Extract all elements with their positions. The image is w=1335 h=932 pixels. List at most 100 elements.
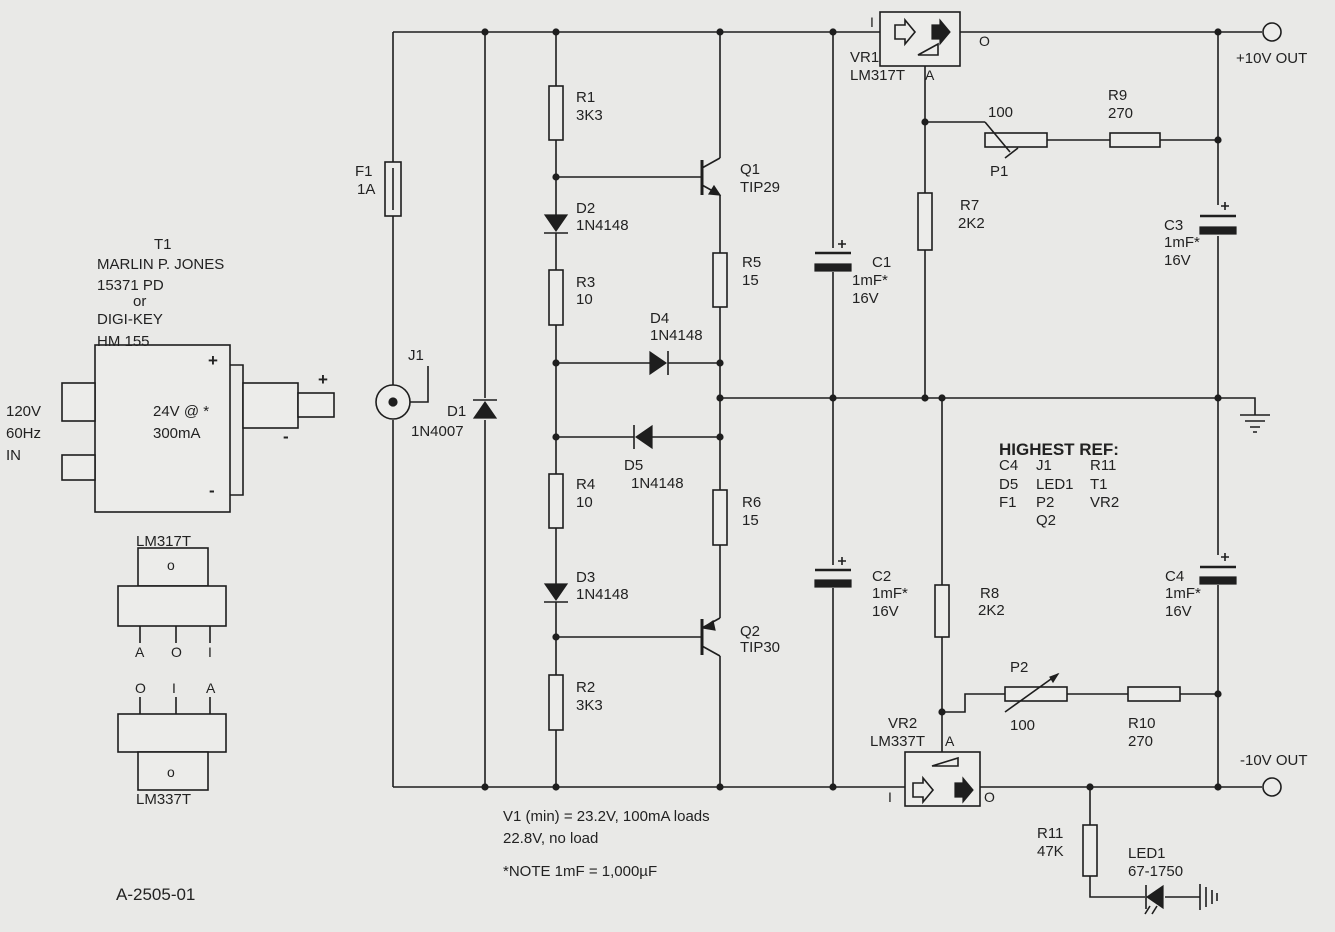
- jack-j1: [375, 384, 411, 420]
- resistor-r1: [548, 85, 564, 141]
- t1-line1: MARLIN P. JONES: [97, 256, 224, 273]
- f1-value: 1A: [357, 181, 375, 198]
- r9-value: 270: [1108, 105, 1133, 122]
- mains-frequency: 60Hz: [6, 425, 41, 442]
- vr1-pin-a: A: [925, 67, 935, 83]
- r4-value: 10: [576, 494, 593, 511]
- f1-ref: F1: [355, 163, 373, 180]
- highest-ref-vr2: VR2: [1090, 494, 1119, 511]
- r5-ref: R5: [742, 254, 761, 271]
- vr2-ref: VR2: [888, 715, 917, 732]
- diode-d3: [543, 583, 569, 603]
- mains-in: IN: [6, 447, 21, 464]
- potentiometer-p2: [1004, 672, 1068, 713]
- r1-ref: R1: [576, 89, 595, 106]
- drawing-id: A-2505-01: [116, 885, 195, 904]
- capacitor-c3: [1199, 202, 1237, 235]
- r11-ref: R11: [1037, 825, 1063, 842]
- transformer-t1: [61, 344, 335, 513]
- lm337t-package-hole: o: [167, 764, 175, 780]
- fuse-f1: [384, 161, 402, 217]
- r8-ref: R8: [980, 585, 999, 602]
- capacitor-c2: [814, 557, 852, 588]
- regulator-vr2: [904, 751, 981, 807]
- regulator-vr1: [879, 11, 961, 67]
- c4-voltage: 16V: [1165, 603, 1192, 620]
- d2-ref: D2: [576, 200, 595, 217]
- c2-voltage: 16V: [872, 603, 899, 620]
- potentiometer-p1: [984, 121, 1048, 159]
- t1-output-voltage: 24V @ *: [153, 403, 209, 420]
- highest-ref-title: HIGHEST REF:: [999, 440, 1119, 459]
- output-terminal-pos: [1262, 22, 1282, 42]
- d3-value: 1N4148: [576, 586, 629, 603]
- lm317t-package-hole: o: [167, 557, 175, 573]
- lm337t-package: [117, 697, 227, 791]
- t1-output-current: 300mA: [153, 425, 201, 442]
- r11-value: 47K: [1037, 843, 1064, 860]
- j1-ref: J1: [408, 347, 424, 364]
- resistor-r6: [712, 489, 728, 546]
- c4-value: 1mF*: [1165, 585, 1201, 602]
- output-terminal-neg: [1262, 777, 1282, 797]
- vr2-pin-a: A: [945, 733, 955, 749]
- c1-voltage: 16V: [852, 290, 879, 307]
- ground-symbol: [1240, 414, 1270, 433]
- resistor-r4: [548, 473, 564, 529]
- vr1-pin-i: I: [870, 14, 874, 30]
- wiring: [392, 31, 1262, 898]
- led1-ref: LED1: [1128, 845, 1166, 862]
- highest-ref-p2: P2: [1036, 494, 1054, 511]
- d4-ref: D4: [650, 310, 669, 327]
- p2-value: 100: [1010, 717, 1035, 734]
- r6-ref: R6: [742, 494, 761, 511]
- c2-ref: C2: [872, 568, 891, 585]
- lm337t-pin-a: A: [206, 680, 216, 696]
- led1-value: 67-1750: [1128, 863, 1183, 880]
- p1-ref: P1: [990, 163, 1008, 180]
- capacitor-c4: [1199, 553, 1237, 585]
- r6-value: 15: [742, 512, 759, 529]
- resistor-r5: [712, 252, 728, 308]
- diode-d4: [649, 350, 669, 376]
- d2-value: 1N4148: [576, 217, 629, 234]
- diode-d2: [543, 214, 569, 234]
- lm337t-package-label: LM337T: [136, 791, 191, 808]
- t1-minus-terminal: -: [209, 481, 215, 500]
- note-noload: 22.8V, no load: [503, 830, 598, 847]
- highest-ref-r11: R11: [1090, 457, 1116, 474]
- d1-value: 1N4007: [411, 423, 464, 440]
- t1-ref: T1: [154, 236, 172, 253]
- resistor-r9: [1109, 132, 1161, 148]
- plug-minus-label: -: [283, 427, 289, 446]
- r10-ref: R10: [1128, 715, 1156, 732]
- lm317t-package-label: LM317T: [136, 533, 191, 550]
- transistor-q2: [700, 617, 721, 657]
- c1-value: 1mF*: [852, 272, 888, 289]
- c2-value: 1mF*: [872, 585, 908, 602]
- lm317t-pin-i: I: [208, 644, 212, 660]
- highest-ref-j1: J1: [1036, 457, 1052, 474]
- t1-line4: DIGI-KEY: [97, 311, 163, 328]
- r10-value: 270: [1128, 733, 1153, 750]
- highest-ref-t1: T1: [1090, 476, 1108, 493]
- r8-value: 2K2: [978, 602, 1005, 619]
- d4-value: 1N4148: [650, 327, 703, 344]
- c3-ref: C3: [1164, 217, 1183, 234]
- t1-line2: 15371 PD: [97, 277, 164, 294]
- plug-plus-label: +: [318, 370, 328, 389]
- resistor-r3: [548, 269, 564, 326]
- t1-line5: HM 155: [97, 333, 150, 350]
- lm337t-pin-o: O: [135, 680, 146, 696]
- diode-d1: [472, 399, 498, 419]
- vr1-ref: VR1: [850, 49, 879, 66]
- highest-ref-led1: LED1: [1036, 476, 1074, 493]
- r2-ref: R2: [576, 679, 595, 696]
- r7-ref: R7: [960, 197, 979, 214]
- q1-ref: Q1: [740, 161, 760, 178]
- d3-ref: D3: [576, 569, 595, 586]
- c3-voltage: 16V: [1164, 252, 1191, 269]
- resistor-r2: [548, 674, 564, 731]
- highest-ref-q2: Q2: [1036, 512, 1056, 529]
- lm317t-pin-a: A: [135, 644, 145, 660]
